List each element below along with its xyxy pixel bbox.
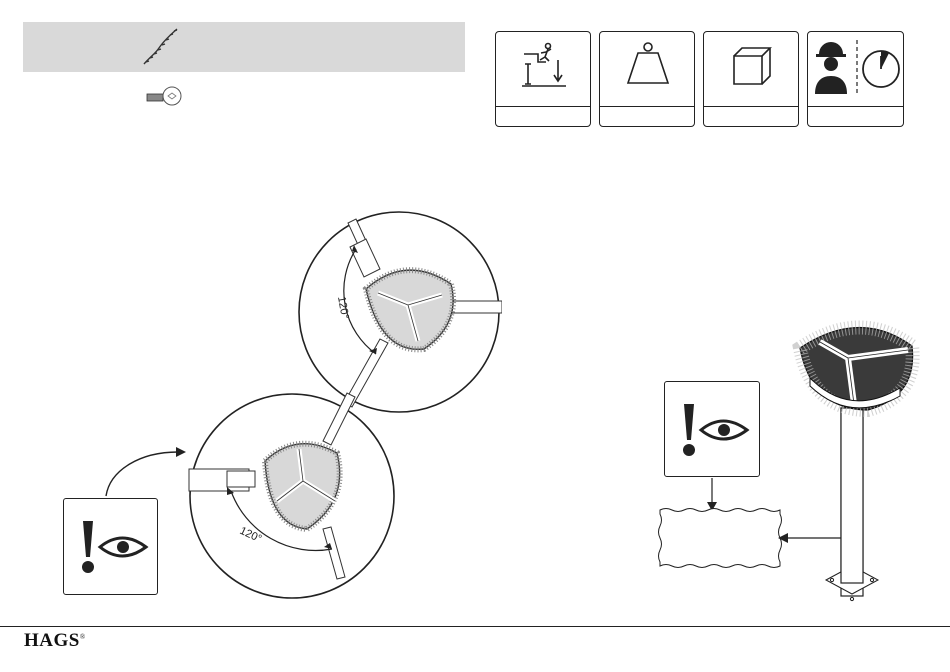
bolt-icon <box>145 84 185 110</box>
fall-height-tile <box>495 31 591 127</box>
parts-band <box>23 22 465 72</box>
drum-platform-top <box>800 327 913 410</box>
box-volume-icon <box>726 40 778 92</box>
attention-eye-icon <box>72 519 152 575</box>
detail-circle-upper: 120° <box>296 209 502 415</box>
brand-logo: HAGS® <box>24 630 86 652</box>
chain-icon <box>141 26 183 68</box>
post <box>826 408 878 601</box>
fall-height-icon <box>518 40 570 92</box>
pointer-arrow <box>100 440 190 500</box>
attention-box-left <box>63 498 158 595</box>
weight-icon <box>622 40 674 92</box>
assembly-view <box>650 318 950 608</box>
weight-tile <box>599 31 695 127</box>
footer-rule <box>0 626 950 627</box>
label-placeholder <box>659 509 782 568</box>
detail-circle-lower: 120° <box>187 391 397 601</box>
installer-time-tile <box>807 31 904 127</box>
installer-time-icon <box>812 38 902 96</box>
volume-tile <box>703 31 799 127</box>
